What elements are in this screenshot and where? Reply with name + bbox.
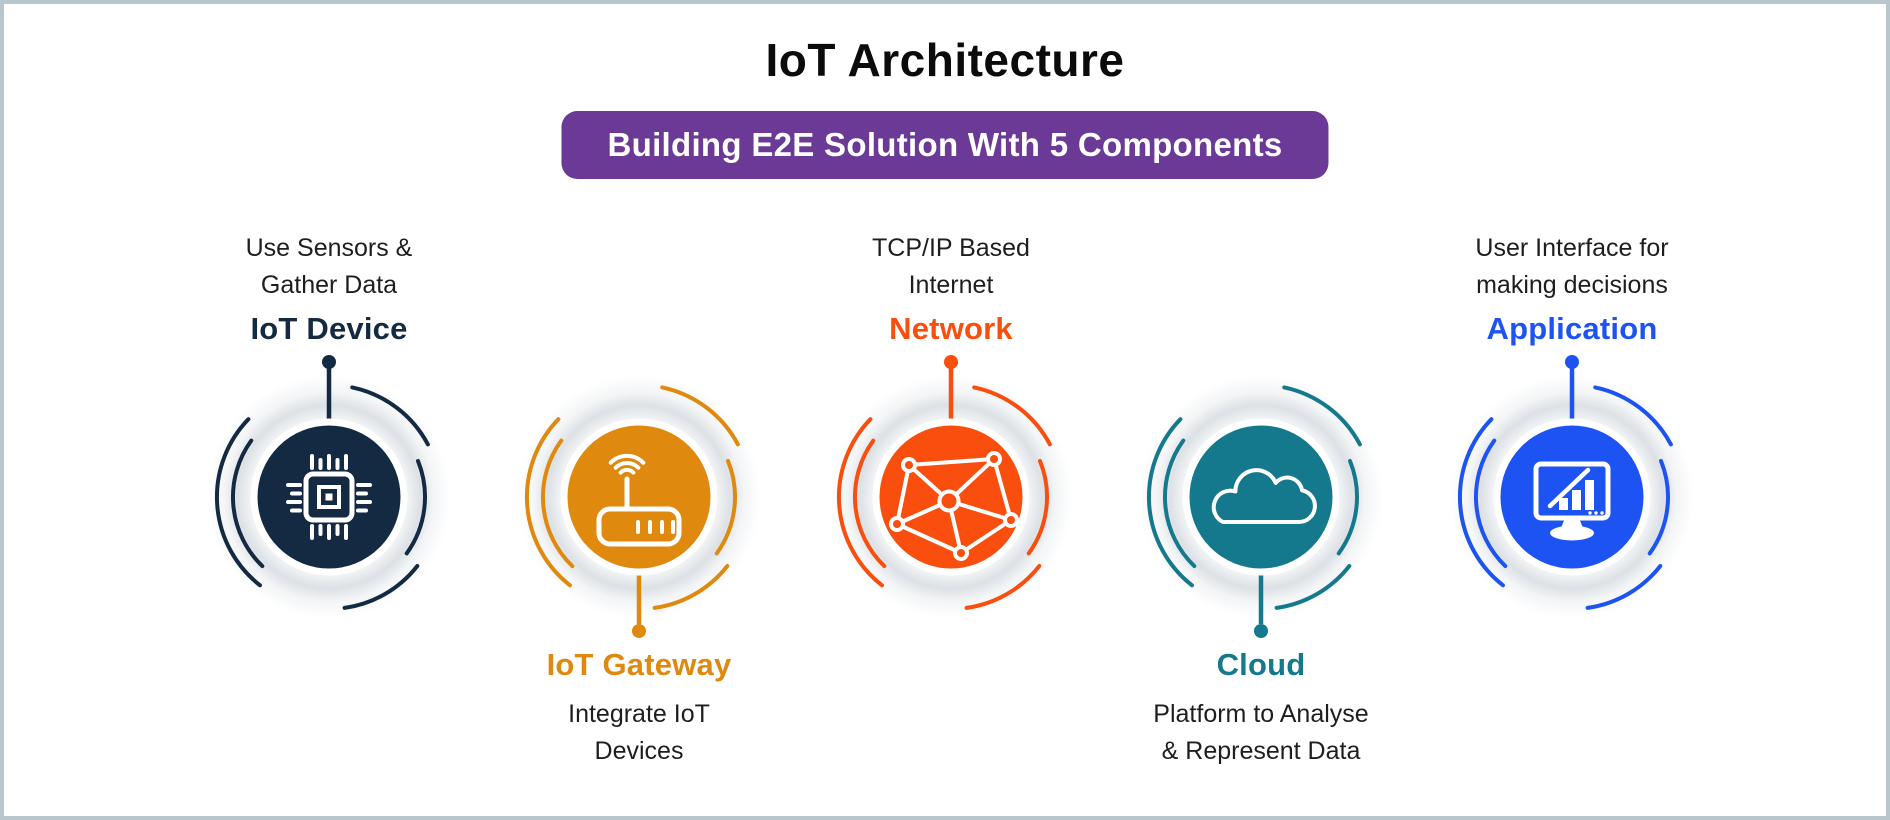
- subtitle-badge: Building E2E Solution With 5 Components: [561, 111, 1329, 179]
- description-line: Integrate IoT: [568, 700, 710, 728]
- component-network: TCP/IP Based Internet Network: [801, 230, 1101, 642]
- component-cloud: Cloud Platform to Analyse & Represent Da…: [1111, 352, 1411, 770]
- network-illustration: [829, 355, 1073, 619]
- page-title: IoT Architecture: [765, 34, 1125, 86]
- component-description: Integrate IoT Devices: [489, 696, 789, 770]
- iot-device-illustration: [207, 355, 451, 619]
- component-iot-device: Use Sensors & Gather Data IoT Device: [179, 230, 479, 642]
- component-application: User Interface for making decisions Appl…: [1422, 230, 1722, 642]
- iot-gateway-illustration: [517, 375, 761, 638]
- orbit-arcs: [1146, 385, 1362, 610]
- application-illustration: [1450, 355, 1694, 619]
- network-graph-icon: [889, 451, 1019, 561]
- description-line: & Represent Data: [1161, 737, 1361, 765]
- orbit-arcs: [836, 385, 1052, 610]
- connector-stem: [632, 568, 646, 638]
- cloud-illustration: [1139, 375, 1383, 638]
- component-label: Application: [1486, 311, 1658, 346]
- description-line: Platform to Analyse: [1153, 700, 1369, 728]
- description-line: Devices: [594, 737, 684, 765]
- orbit-arcs: [1457, 385, 1673, 610]
- monitor-chart-icon: [1533, 461, 1611, 541]
- description-line: making decisions: [1476, 271, 1668, 299]
- connector-stem: [1565, 355, 1579, 426]
- description-line: Internet: [908, 271, 994, 299]
- component-label: Network: [889, 311, 1013, 346]
- component-iot-gateway: IoT Gateway Integrate IoT Devices: [489, 352, 789, 770]
- component-description: TCP/IP Based Internet: [801, 230, 1101, 304]
- component-circle: [1182, 418, 1340, 576]
- description-line: User Interface for: [1475, 234, 1669, 262]
- connector-stem: [322, 355, 336, 426]
- component-label: IoT Gateway: [546, 647, 732, 682]
- component-description: Platform to Analyse & Represent Data: [1111, 696, 1411, 770]
- chip-icon: [286, 454, 372, 540]
- description-line: Gather Data: [260, 271, 398, 299]
- router-icon: [596, 453, 682, 547]
- connector-stem: [1254, 568, 1268, 638]
- component-description: Use Sensors & Gather Data: [179, 230, 479, 304]
- description-line: TCP/IP Based: [872, 234, 1030, 262]
- description-line: Use Sensors &: [245, 234, 413, 262]
- cloud-icon: [1211, 468, 1317, 524]
- component-circle: [560, 418, 718, 576]
- connector-stem: [944, 355, 958, 426]
- orbit-arcs: [214, 385, 430, 610]
- component-description: User Interface for making decisions: [1422, 230, 1722, 304]
- orbit-arcs: [524, 385, 740, 610]
- component-label: IoT Device: [250, 311, 408, 346]
- component-label: Cloud: [1216, 647, 1306, 682]
